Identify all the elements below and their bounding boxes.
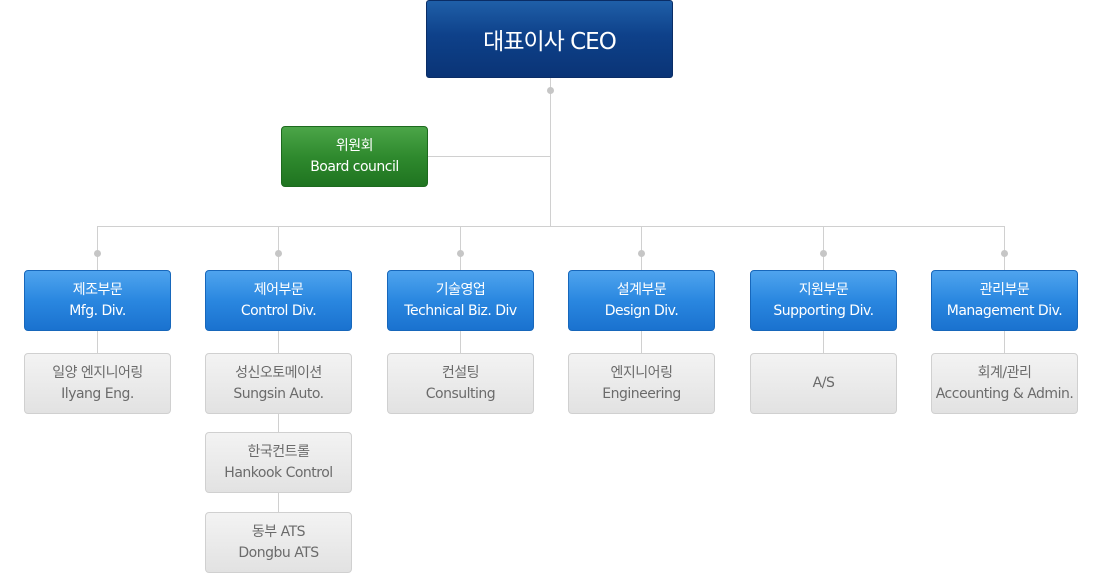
- connector-board: [428, 156, 550, 157]
- division-label-ko: 기술영업: [435, 281, 486, 298]
- sub-unit-accounting: 회계/관리 Accounting & Admin.: [931, 353, 1078, 414]
- connector-division-drop: [278, 226, 279, 270]
- division-label-ko: 지원부문: [798, 281, 849, 298]
- sub-unit-hankook: 한국컨트롤 Hankook Control: [205, 432, 352, 493]
- connector-dot: [457, 250, 464, 257]
- connector-division-drop: [460, 226, 461, 270]
- division-label-ko: 관리부문: [979, 281, 1030, 298]
- sub-unit-label-en: Hankook Control: [224, 464, 333, 481]
- board-label-ko: 위원회: [335, 137, 374, 154]
- connector-dot: [275, 250, 282, 257]
- connector-sub: [641, 331, 642, 353]
- division-label-en: Supporting Div.: [773, 302, 874, 319]
- sub-unit-label-en: Sungsin Auto.: [233, 385, 324, 402]
- division-management: 관리부문 Management Div.: [931, 270, 1078, 331]
- sub-unit-label-en: Accounting & Admin.: [935, 385, 1074, 402]
- connector-division-drop: [641, 226, 642, 270]
- sub-unit-ilyang: 일양 엔지니어링 Ilyang Eng.: [24, 353, 171, 414]
- connector-dot: [547, 87, 554, 94]
- division-supporting: 지원부문 Supporting Div.: [750, 270, 897, 331]
- connector-sub: [278, 331, 279, 512]
- connector-sub: [1004, 331, 1005, 353]
- division-label-en: Mfg. Div.: [69, 302, 126, 319]
- board-label-en: Board council: [310, 158, 399, 175]
- connector-division-drop: [97, 226, 98, 270]
- sub-unit-label-en: Ilyang Eng.: [61, 385, 134, 402]
- division-design: 설계부문 Design Div.: [568, 270, 715, 331]
- sub-unit-label-ko: 동부 ATS: [251, 523, 306, 540]
- division-label-ko: 제조부문: [72, 281, 123, 298]
- connector-dot: [94, 250, 101, 257]
- division-label-en: Control Div.: [240, 302, 317, 319]
- sub-unit-label-ko: A/S: [812, 375, 835, 391]
- sub-unit-label-en: Engineering: [602, 385, 681, 402]
- sub-unit-sungsin: 성신오토메이션 Sungsin Auto.: [205, 353, 352, 414]
- sub-unit-label-en: Dongbu ATS: [238, 544, 319, 561]
- division-label-ko: 설계부문: [616, 281, 667, 298]
- connector-sub: [460, 331, 461, 353]
- division-technical-biz: 기술영업 Technical Biz. Div: [387, 270, 534, 331]
- sub-unit-as: A/S: [750, 353, 897, 414]
- sub-unit-dongbu: 동부 ATS Dongbu ATS: [205, 512, 352, 573]
- division-label-ko: 제어부문: [253, 281, 304, 298]
- board-council-box: 위원회 Board council: [281, 126, 428, 187]
- division-mfg: 제조부문 Mfg. Div.: [24, 270, 171, 331]
- division-control: 제어부문 Control Div.: [205, 270, 352, 331]
- sub-unit-label-ko: 컨설팅: [441, 364, 480, 381]
- sub-unit-consulting: 컨설팅 Consulting: [387, 353, 534, 414]
- connector-dot: [638, 250, 645, 257]
- connector-division-drop: [1004, 226, 1005, 270]
- sub-unit-label-ko: 한국컨트롤: [247, 443, 310, 460]
- sub-unit-label-ko: 엔지니어링: [610, 364, 673, 381]
- connector-division-drop: [823, 226, 824, 270]
- ceo-box: 대표이사 CEO: [426, 0, 673, 78]
- ceo-label: 대표이사 CEO: [483, 29, 617, 55]
- connector-dot: [1001, 250, 1008, 257]
- sub-unit-engineering: 엔지니어링 Engineering: [568, 353, 715, 414]
- connector-sub: [97, 331, 98, 353]
- sub-unit-label-ko: 회계/관리: [977, 364, 1032, 381]
- sub-unit-label-en: Consulting: [425, 385, 496, 402]
- connector-dot: [820, 250, 827, 257]
- sub-unit-label-ko: 성신오토메이션: [235, 364, 322, 381]
- division-label-en: Management Div.: [946, 302, 1063, 319]
- division-label-en: Technical Biz. Div: [404, 302, 517, 319]
- connector-division-bus: [97, 226, 1005, 227]
- division-label-en: Design Div.: [604, 302, 679, 319]
- connector-ceo-trunk: [550, 78, 551, 226]
- connector-sub: [823, 331, 824, 353]
- sub-unit-label-ko: 일양 엔지니어링: [52, 364, 143, 381]
